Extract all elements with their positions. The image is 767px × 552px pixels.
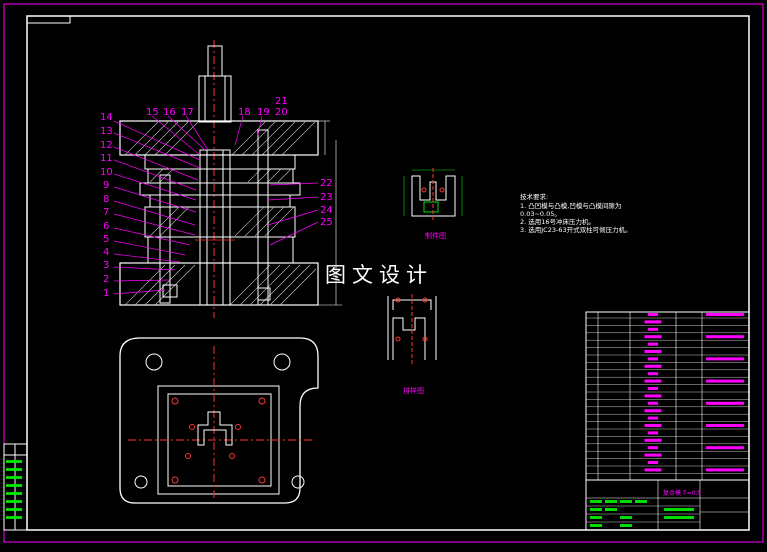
bom-mark [648, 416, 658, 420]
bom-mark [706, 424, 744, 427]
bom-mark [648, 461, 658, 464]
part-no-16: 16 [163, 107, 176, 118]
part-no-23: 23 [320, 192, 333, 203]
title-cell-2: T=0.5 [682, 490, 701, 497]
part-view-label: 制件图 [425, 231, 446, 240]
bom-mark [706, 401, 744, 405]
part-no-18: 18 [238, 107, 251, 118]
plan-view [119, 337, 319, 504]
tech-req-line-4: 3. 选用JC23-63开式双柱可倾压力机。 [520, 225, 632, 234]
bom-mark [644, 394, 662, 398]
bom-mark [648, 431, 658, 435]
bom-mark [648, 446, 658, 450]
bom-mark [706, 446, 744, 450]
title-block: 复合模 T=0.5 [585, 479, 750, 531]
layout-view-label: 排样图 [403, 386, 424, 395]
tech-req-line-3: 2. 选用16号冲床压力机。 [520, 217, 595, 226]
layout-drawing [387, 294, 437, 364]
part-no-4: 4 [103, 247, 109, 258]
bom-mark [644, 364, 662, 368]
bom-mark [706, 468, 744, 472]
part-no-8: 8 [103, 194, 109, 205]
part-no-22: 22 [320, 178, 333, 189]
part-numbers: 14 13 12 11 10 9 8 7 6 5 4 3 2 1 15 16 1… [100, 96, 333, 299]
part-no-21: 21 [275, 96, 288, 107]
leader-lines [113, 115, 319, 295]
part-no-2: 2 [103, 274, 109, 285]
bom-mark [706, 313, 744, 316]
part-no-24: 24 [320, 205, 333, 216]
bom-mark [644, 320, 662, 324]
bom-mark [648, 313, 658, 316]
bom-mark [644, 409, 662, 413]
part-no-11: 11 [100, 153, 113, 164]
parts-list [585, 311, 750, 481]
bom-mark [706, 335, 744, 339]
outer-frame [3, 3, 764, 543]
bom-mark [706, 379, 744, 383]
watermark: 图文设计 [325, 263, 433, 287]
bom-mark [648, 401, 658, 405]
bom-mark [644, 453, 662, 457]
main-section-view [119, 40, 342, 318]
bom-mark [648, 387, 658, 390]
inner-frame [26, 15, 750, 531]
title-cell-1: 复合模 [663, 489, 681, 497]
bom-mark [648, 372, 658, 376]
bom-mark [644, 379, 662, 383]
part-no-10: 10 [100, 167, 113, 178]
part-no-6: 6 [103, 221, 109, 232]
part-no-25: 25 [320, 217, 333, 228]
part-no-20: 20 [275, 107, 288, 118]
left-side-table [3, 443, 28, 531]
part-no-15: 15 [146, 107, 159, 118]
part-no-9: 9 [103, 180, 109, 191]
tech-req-line-1: 1. 凸凹模与凸模,凹模与凸模间隙为 [520, 201, 621, 210]
corner-stamp [26, 15, 71, 24]
part-no-7: 7 [103, 207, 109, 218]
part-no-13: 13 [100, 126, 113, 137]
tech-req-title: 技术要求: [520, 192, 548, 201]
part-no-17: 17 [181, 107, 194, 118]
part-no-3: 3 [103, 260, 109, 271]
bom-mark [648, 342, 658, 346]
tech-req-line-2: 0.03~0.05。 [520, 210, 561, 218]
bom-mark [644, 424, 662, 427]
bom-mark [648, 357, 658, 361]
bom-mark [648, 327, 658, 331]
part-no-1: 1 [103, 288, 109, 299]
part-drawing [403, 168, 463, 222]
bom-mark [644, 335, 662, 339]
part-no-5: 5 [103, 234, 109, 245]
bom-mark [706, 357, 744, 361]
part-no-19: 19 [257, 107, 270, 118]
tech-requirements: 技术要求: 1. 凸凹模与凸模,凹模与凸模间隙为 0.03~0.05。 2. 选… [520, 192, 632, 234]
bom-mark [644, 468, 662, 472]
part-no-12: 12 [100, 140, 113, 151]
bom-mark [644, 350, 662, 353]
part-no-14: 14 [100, 112, 113, 123]
bom-mark [644, 438, 662, 442]
